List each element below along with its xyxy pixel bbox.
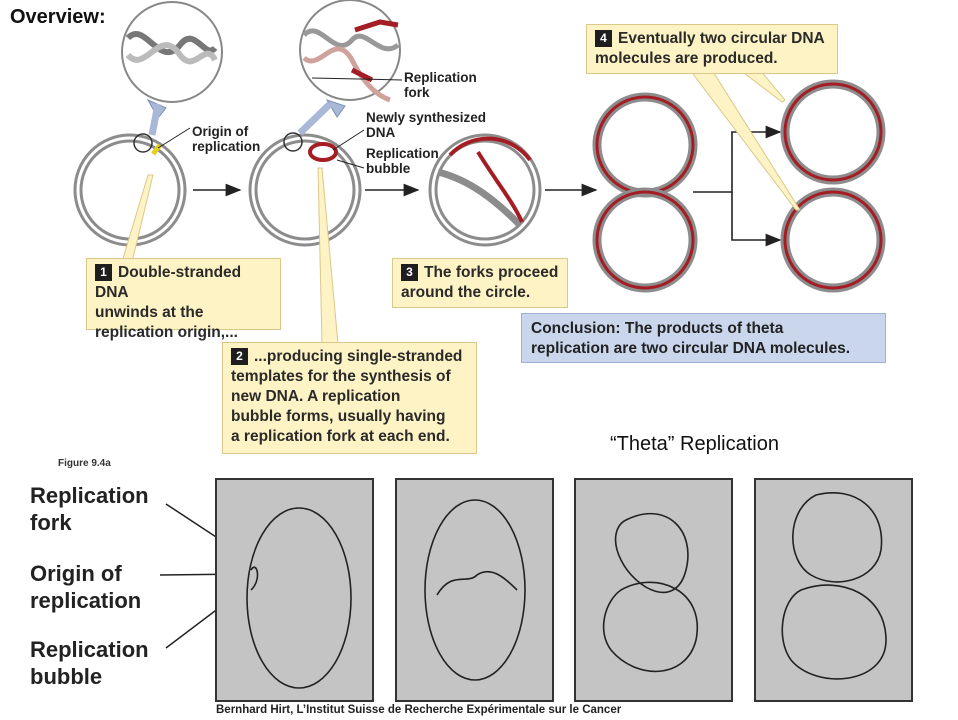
figure-label: Figure 9.4a	[58, 458, 111, 469]
zoom-inset-2	[299, 0, 401, 118]
step-1-badge: 1	[95, 264, 112, 281]
branch-arrow-top	[693, 125, 782, 193]
step-3-badge: 3	[401, 264, 418, 281]
step-2-badge: 2	[231, 348, 248, 365]
step-1-text: Double-stranded DNA unwinds at the repli…	[95, 264, 242, 341]
callout-pointer-1	[121, 174, 154, 263]
micro-label-bubble: Replication bubble	[30, 637, 149, 689]
callout-pointer-4b	[738, 69, 786, 103]
micrograph-3	[574, 478, 733, 702]
conclusion-text: The products of theta replication are tw…	[531, 320, 850, 357]
conclusion-box: Conclusion: The products of theta replic…	[521, 313, 886, 363]
theta-replication-diagram	[73, 0, 886, 345]
zoom-circle-small	[133, 133, 153, 153]
branch-arrow-bottom	[731, 192, 782, 247]
step-2-text: ...producing single-stranded templates f…	[231, 348, 463, 445]
step-4-text: Eventually two circular DNA molecules ar…	[595, 30, 825, 67]
replication-bubble-label: Replication bubble	[366, 146, 439, 176]
origin-label: Origin of replication	[192, 124, 261, 154]
replication-bubble-shape	[308, 142, 338, 162]
micrograph-1	[215, 478, 374, 702]
step-4-badge: 4	[595, 30, 612, 47]
bubble-circle-2	[248, 132, 362, 247]
replication-fork-label: Replication fork	[404, 70, 477, 100]
parental-circle-1	[73, 133, 187, 247]
figure-eight-circles	[592, 92, 698, 293]
photo-credit: Bernhard Hirt, L’Institut Suisse de Rech…	[216, 704, 622, 716]
step-3-text: The forks proceed around the circle.	[401, 264, 559, 301]
callout-pointer-2	[317, 167, 339, 345]
step-2-callout: 2...producing single-stranded templates …	[222, 342, 477, 454]
origin-marker	[151, 143, 162, 156]
fork-progress-circle-3	[428, 133, 542, 247]
micrograph-4	[754, 478, 913, 702]
overview-title: Overview:	[10, 6, 106, 28]
newly-synthesized-label: Newly synthesized DNA	[366, 110, 487, 140]
zoom-inset-1	[121, 1, 223, 119]
theta-replication-title: “Theta” Replication	[610, 433, 779, 455]
micro-label-origin: Origin of replication	[30, 561, 142, 613]
conclusion-lead: Conclusion:	[531, 320, 621, 337]
micro-label-fork: Replication fork	[30, 483, 149, 535]
micrograph-2	[395, 478, 554, 702]
daughter-circle-bottom	[780, 187, 886, 293]
daughter-circle-top	[780, 79, 886, 185]
